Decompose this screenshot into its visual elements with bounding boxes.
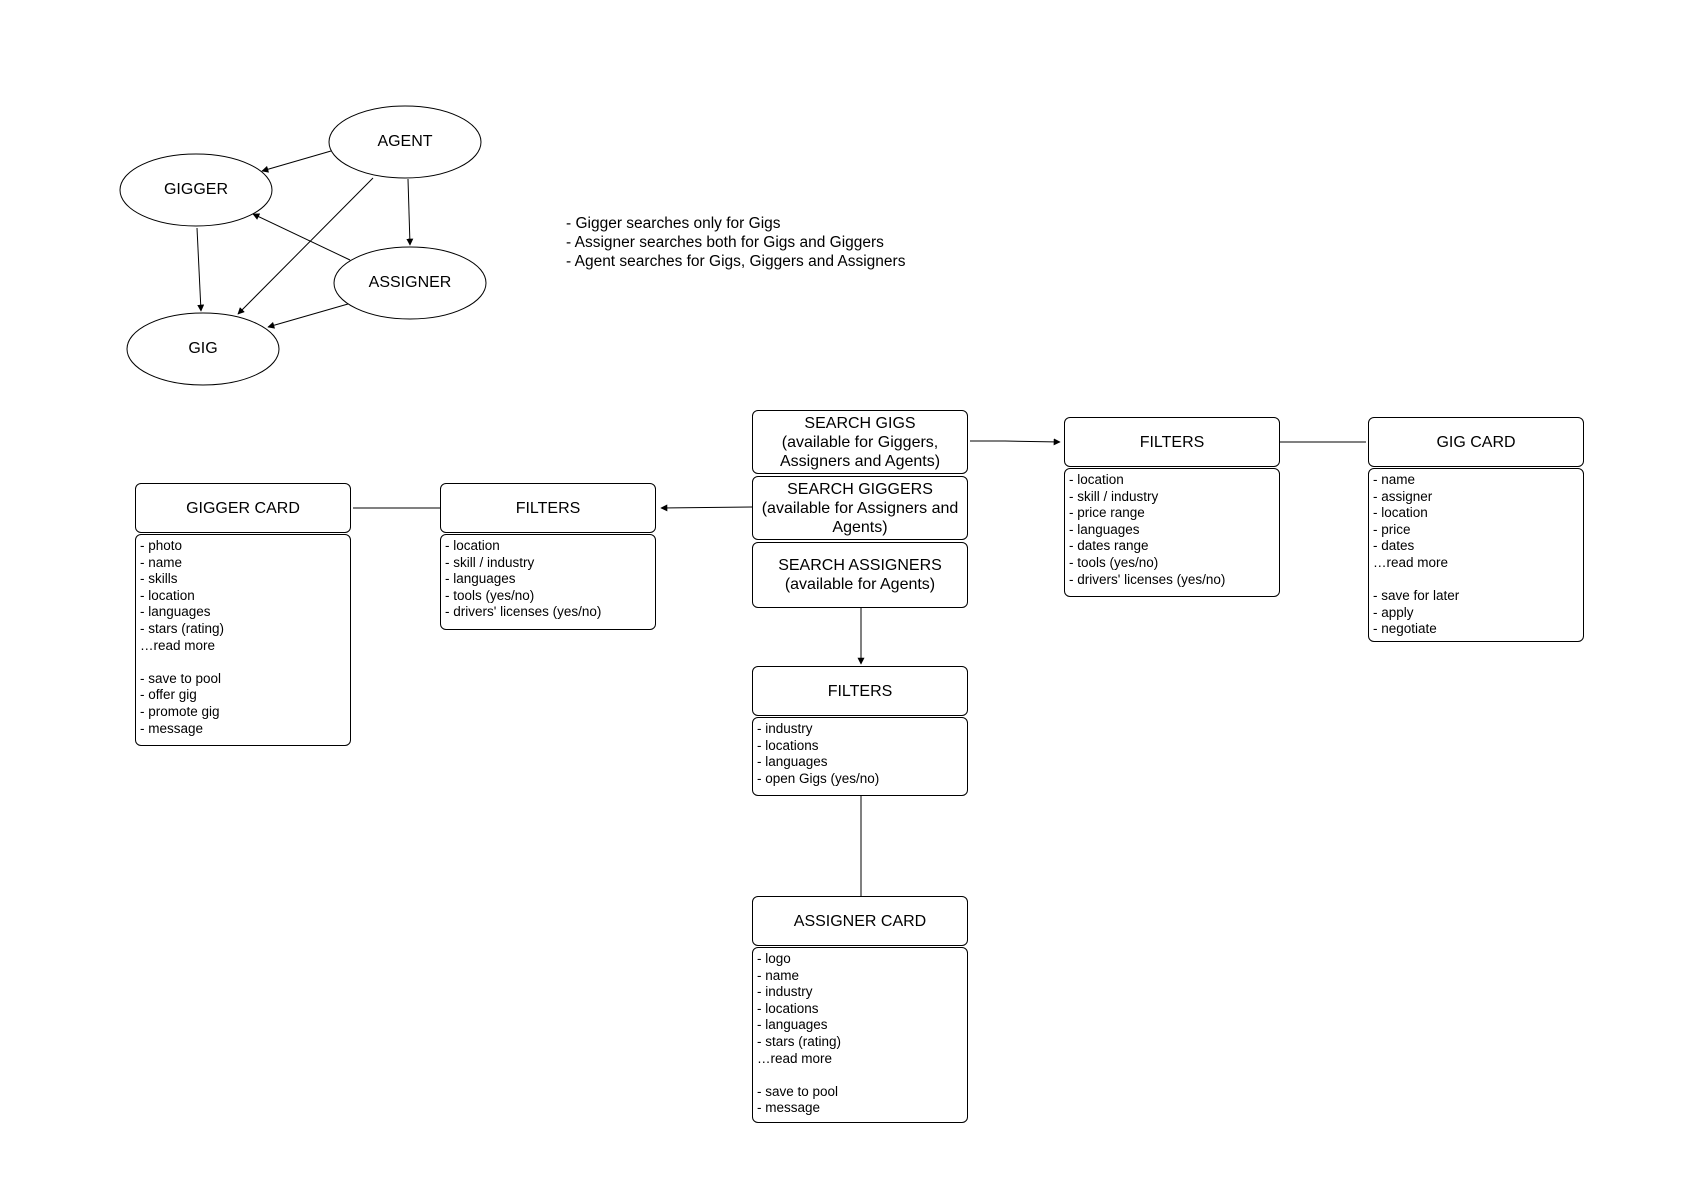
search-gigs-subtitle: (available for Giggers, — [781, 433, 939, 451]
gigger-card-list: - photo - name - skills - location - lan… — [135, 534, 351, 746]
list-item: - stars (rating) — [140, 620, 225, 636]
list-item: - locations — [757, 737, 819, 753]
gigger-label: GIGGER — [163, 181, 228, 198]
gig-label: GIG — [188, 340, 218, 357]
list-item — [757, 1067, 967, 1084]
list-item: - apply — [1373, 604, 1414, 620]
list-item — [140, 654, 350, 671]
list-item: - assigner — [1373, 488, 1433, 504]
list-item: - name — [1373, 472, 1416, 487]
list-item: - price range — [1069, 505, 1145, 521]
gig-node — [126, 312, 280, 386]
search-giggers-title: SEARCH GIGGERS — [787, 480, 933, 498]
assigner-card-header: ASSIGNER CARD — [752, 896, 968, 946]
assigner-filters-list: - industry - locations - languages - ope… — [752, 717, 968, 796]
list-item: …read more — [140, 637, 216, 653]
agent-node — [328, 105, 482, 179]
list-item: - languages — [1069, 521, 1140, 537]
gig-filters-list: - location - skill / industry - price ra… — [1064, 468, 1280, 597]
agent-to-assigner-arrow — [406, 178, 414, 246]
note-line: - Assigner searches both for Gigs and Gi… — [566, 234, 884, 251]
assigner-label: ASSIGNER — [368, 274, 452, 291]
list-item: - languages — [757, 1017, 828, 1033]
list-item: - name — [757, 967, 800, 983]
list-item: - promote gig — [140, 703, 220, 719]
search-assigners-box: SEARCH ASSIGNERS (available for Agents) — [752, 542, 968, 608]
list-item: - languages — [140, 604, 211, 620]
list-item: - photo — [140, 538, 183, 553]
list-item: - languages — [445, 571, 516, 587]
list-item: - skill / industry — [1069, 488, 1159, 504]
list-item: - industry — [757, 721, 813, 736]
agent-to-gigger-arrow — [261, 150, 332, 173]
search-giggers-box: SEARCH GIGGERS (available for Assigners … — [752, 476, 968, 540]
gigger-card-header: GIGGER CARD — [135, 483, 351, 533]
list-item: - dates — [1373, 538, 1415, 554]
list-item: - save to pool — [140, 670, 222, 686]
list-item: - location — [1373, 505, 1428, 521]
assigner-to-gigger-arrow — [252, 213, 351, 261]
note-line: - Gigger searches only for Gigs — [566, 215, 781, 232]
list-item: - location — [1069, 472, 1124, 487]
role-notes: - Gigger searches only for Gigs - Assign… — [566, 214, 905, 271]
list-item: - open Gigs (yes/no) — [757, 770, 880, 786]
assigner-node — [333, 246, 487, 320]
assigner-filters-header: FILTERS — [752, 666, 968, 716]
list-item: - dates range — [1069, 538, 1149, 554]
list-item: - save to pool — [757, 1083, 839, 1099]
search-gigs-box: SEARCH GIGS (available for Giggers, Assi… — [752, 410, 968, 474]
list-item: - industry — [757, 984, 813, 1000]
note-line: - Agent searches for Gigs, Giggers and A… — [566, 253, 906, 270]
list-item: - tools (yes/no) — [445, 587, 535, 603]
search-giggers-subtitle: Agents) — [832, 518, 888, 536]
gig-filters-header: FILTERS — [1064, 417, 1280, 467]
list-item: - message — [757, 1100, 821, 1116]
search-gigs-to-filters-arrow — [970, 438, 1061, 446]
search-gigs-subtitle: Assigners and Agents) — [779, 452, 941, 470]
gig-card-header: GIG CARD — [1368, 417, 1584, 467]
list-item: - negotiate — [1373, 621, 1437, 637]
search-assigners-title: SEARCH ASSIGNERS — [778, 557, 942, 574]
list-item: - drivers' licenses (yes/no) — [1069, 571, 1226, 587]
list-item: - skills — [140, 571, 178, 587]
list-item: - location — [445, 538, 500, 553]
list-item: - message — [140, 720, 204, 736]
search-giggers-to-filters-arrow — [660, 504, 753, 512]
list-item: - logo — [757, 951, 791, 966]
assigner-to-gig-arrow — [267, 303, 349, 329]
gigger-to-gig-arrow — [196, 227, 205, 312]
agent-label: AGENT — [377, 133, 433, 150]
list-item: - save for later — [1373, 588, 1460, 604]
list-item — [1373, 572, 1583, 589]
search-giggers-subtitle: (available for Assigners and — [761, 499, 959, 517]
gigger-node — [119, 153, 273, 227]
list-item: - drivers' licenses (yes/no) — [445, 604, 602, 620]
assigner-card-list: - logo - name - industry - locations - l… — [752, 947, 968, 1123]
list-item: - locations — [757, 1000, 819, 1016]
list-item: - location — [140, 587, 195, 603]
gigger-filters-list: - location - skill / industry - language… — [440, 534, 656, 630]
search-assigners-subtitle: (available for Agents) — [784, 576, 936, 593]
list-item: - name — [140, 554, 183, 570]
list-item: …read more — [757, 1050, 833, 1066]
agent-to-gig-arrow — [237, 177, 374, 315]
list-item: - languages — [757, 754, 828, 770]
gig-card-list: - name - assigner - location - price - d… — [1368, 468, 1584, 642]
list-item: …read more — [1373, 554, 1449, 570]
gigger-filters-header: FILTERS — [440, 483, 656, 533]
list-item: - offer gig — [140, 687, 197, 703]
list-item: - tools (yes/no) — [1069, 554, 1159, 570]
search-gigs-title: SEARCH GIGS — [804, 414, 916, 432]
list-item: - stars (rating) — [757, 1033, 842, 1049]
list-item: - skill / industry — [445, 554, 535, 570]
list-item: - price — [1373, 521, 1411, 537]
